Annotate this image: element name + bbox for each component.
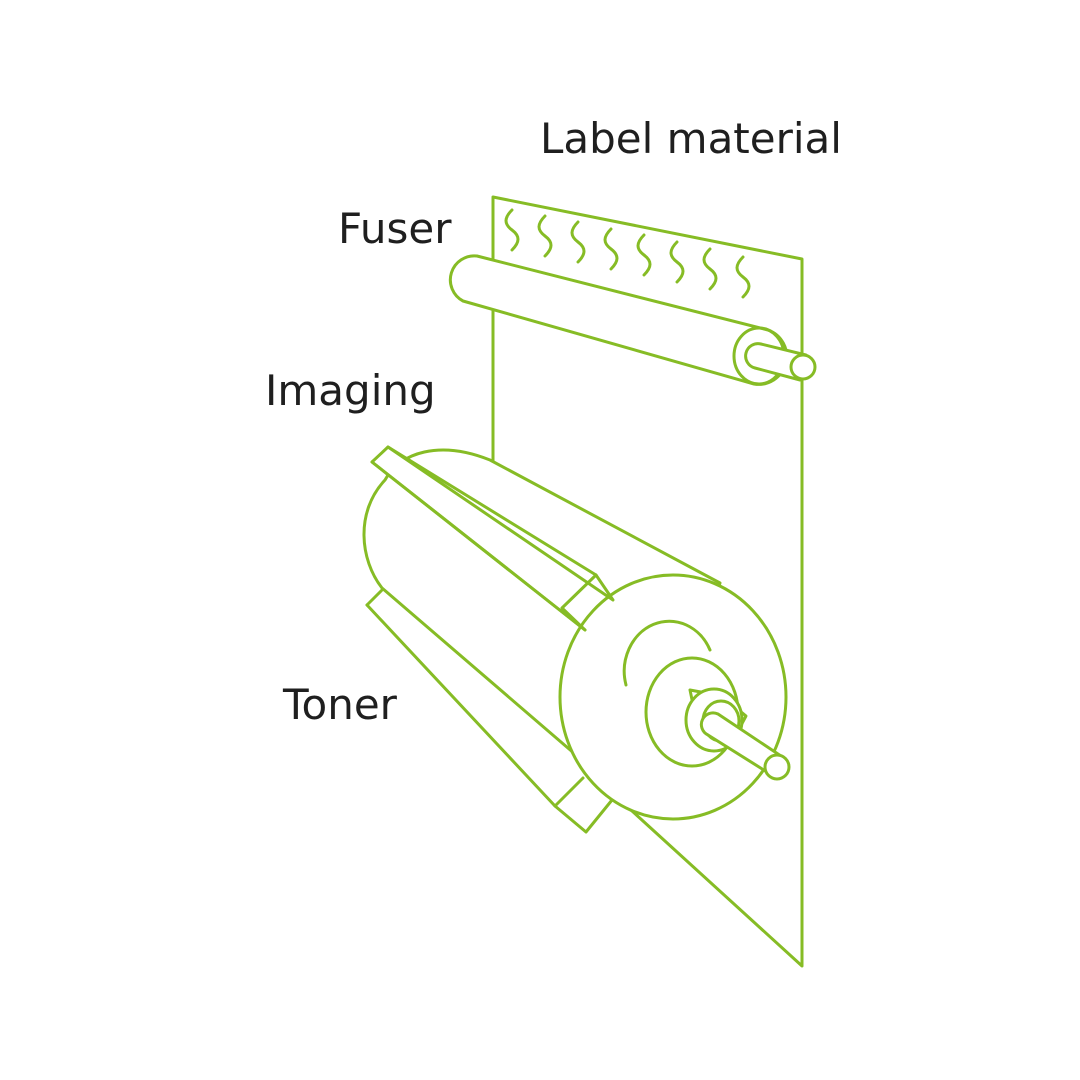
toner-label: Toner [283, 680, 397, 729]
imaging-label: Imaging [265, 366, 436, 415]
fuser-label: Fuser [338, 204, 452, 253]
imaging-drum [362, 448, 791, 821]
imaging-blade [370, 445, 615, 632]
fuser-roller [448, 254, 817, 386]
heat-waves [504, 208, 751, 299]
toner-tray [365, 588, 614, 834]
label-material-label: Label material [540, 114, 842, 163]
